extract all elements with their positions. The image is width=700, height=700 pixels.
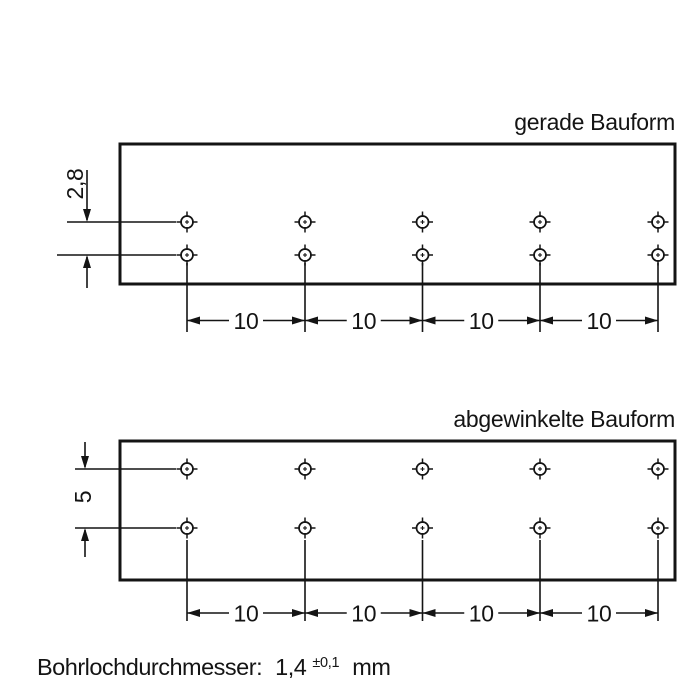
drill-hole-marker [528,516,552,540]
arrow-down-icon [83,209,91,222]
pitch-dimension: 10 10 10 10 [186,540,659,627]
pitch-label: 10 [234,601,259,627]
row-spacing-label: 2,8 [62,168,88,199]
arrow-right-icon [527,609,540,617]
pitch-label: 10 [234,308,259,334]
drill-diameter-tolerance: ±0,1 [312,655,339,671]
arrow-left-icon [422,316,436,325]
arrow-left-icon [187,316,200,325]
drill-hole-marker [175,457,199,481]
arrow-right-icon [409,609,423,617]
drill-hole-marker [528,457,552,481]
arrow-right-icon [292,609,305,617]
arrow-down-icon [81,456,89,469]
drill-diameter-note: Bohrlochdurchmesser: 1,4 ±0,1 mm [37,646,390,680]
row-spacing-dimension: 2,8 [57,168,176,288]
arrow-right-icon [292,316,305,325]
row-spacing-dimension: 5 [70,442,176,557]
drill-hole-marker [293,210,317,234]
connector-outline [118,142,677,286]
drill-holes [175,457,670,540]
drill-hole-marker [293,243,317,267]
drill-hole-marker [646,457,670,481]
drill-diameter-label: Bohrlochdurchmesser: [37,654,262,680]
drill-hole-marker [293,516,317,540]
arrow-left-icon [422,609,436,617]
diagram-title: abgewinkelte Bauform [453,406,675,432]
arrow-right-icon [527,316,540,325]
drill-hole-marker [528,243,552,267]
pitch-label: 10 [587,601,612,627]
diagram-title: gerade Bauform [514,109,675,135]
drill-holes [175,210,670,267]
drill-hole-marker [528,210,552,234]
pitch-label: 10 [469,308,494,334]
drill-hole-marker [293,457,317,481]
arrow-left-icon [540,609,553,617]
arrow-left-icon [540,316,553,325]
pitch-label: 10 [469,601,494,627]
footer-note: Bohrlochdurchmesser: 1,4 ±0,1 mm [37,646,391,680]
arrow-left-icon [305,316,318,325]
arrow-left-icon [187,609,200,617]
arrow-right-icon [409,316,423,325]
drill-hole-marker [411,210,434,234]
drill-hole-marker [411,243,434,267]
drill-diameter-unit: mm [352,654,390,680]
drill-hole-marker [175,516,199,540]
pitch-label: 10 [587,308,612,334]
drill-hole-marker [175,243,199,267]
drill-hole-marker [646,243,670,267]
drill-diameter-value: 1,4 [275,654,307,680]
diagram-gerade-bauform: gerade Bauform 2,8 [57,109,677,334]
pitch-label: 10 [351,308,376,334]
diagram-abgewinkelte-bauform: abgewinkelte Bauform 5 [70,406,677,627]
arrow-right-icon [645,316,658,325]
drill-hole-marker [646,516,670,540]
drill-hole-marker [411,457,434,481]
arrow-right-icon [645,609,658,617]
drill-hole-marker [646,210,670,234]
arrow-left-icon [305,609,318,617]
drill-hole-marker [411,516,434,540]
pitch-label: 10 [351,601,376,627]
pitch-dimension: 10 10 10 10 [186,263,659,334]
drill-hole-marker [175,210,199,234]
row-spacing-label: 5 [70,491,96,504]
connector-outline [118,439,677,582]
